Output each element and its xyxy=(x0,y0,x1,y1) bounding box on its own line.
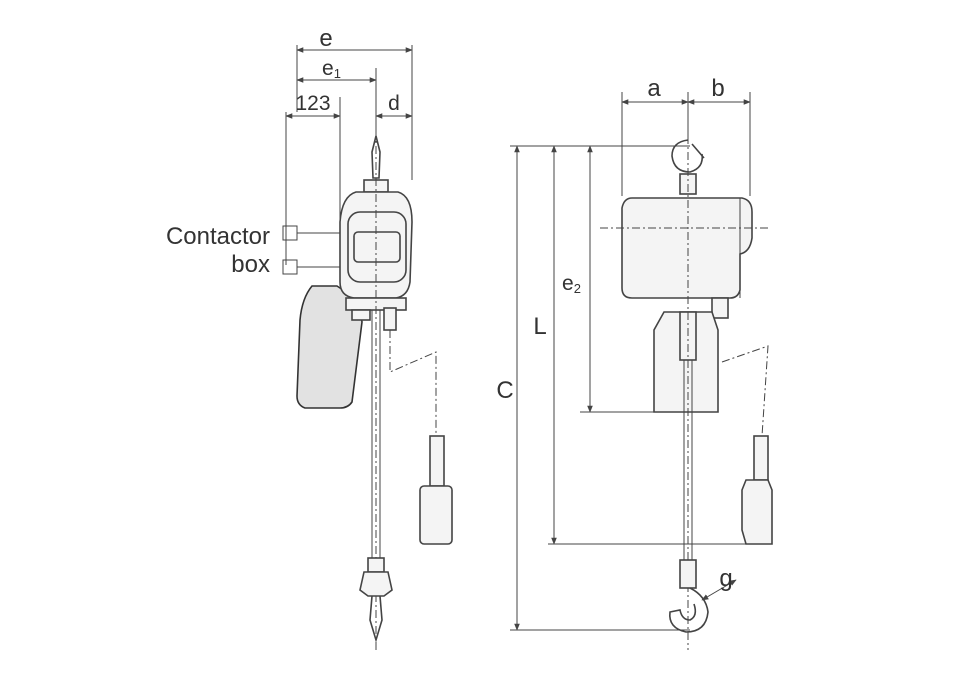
label-box: box xyxy=(231,251,270,278)
label-123: 123 xyxy=(295,92,330,115)
label-e2: e2 xyxy=(562,272,581,296)
label-C: C xyxy=(496,377,513,404)
dimension-g-line xyxy=(701,579,737,601)
front-view xyxy=(510,92,773,650)
label-g: g xyxy=(719,565,732,592)
hoist-motor-front xyxy=(621,197,753,299)
chain-container xyxy=(653,311,719,413)
label-L: L xyxy=(533,313,546,340)
side-view xyxy=(282,45,453,650)
label-contactor: Contactor xyxy=(166,223,270,250)
label-e: e xyxy=(319,25,332,52)
label-e1: e1 xyxy=(322,57,341,81)
label-d: d xyxy=(388,92,400,115)
label-a: a xyxy=(647,75,661,102)
label-b: b xyxy=(711,75,724,102)
